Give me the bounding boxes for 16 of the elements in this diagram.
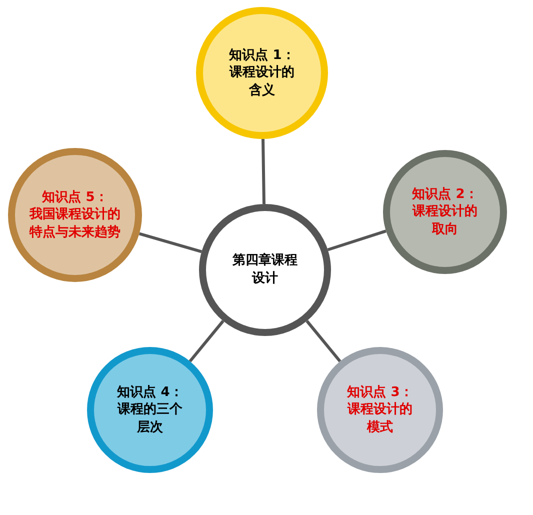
topic-heading: 知识点 2： (412, 186, 478, 204)
connector-line (262, 138, 266, 204)
topic-text: 课程的三个层次 (116, 401, 184, 436)
topic-text: 课程设计的模式 (346, 401, 414, 436)
connector-line (306, 320, 342, 362)
topic-heading: 知识点 5： (42, 188, 108, 206)
topic-text: 课程设计的取向 (412, 203, 478, 238)
connector-line (138, 232, 202, 254)
topic-text: 我国课程设计的特点与未来趋势 (29, 206, 121, 242)
topic-text: 课程设计的含义 (228, 64, 296, 100)
topic-text: 第四章课程设计 (232, 252, 298, 288)
connector-line (188, 320, 224, 362)
topic-heading: 知识点 3： (347, 384, 413, 402)
connector-line (327, 230, 386, 252)
topic-heading: 知识点 1： (229, 46, 295, 64)
topic-heading: 知识点 4： (117, 384, 183, 402)
